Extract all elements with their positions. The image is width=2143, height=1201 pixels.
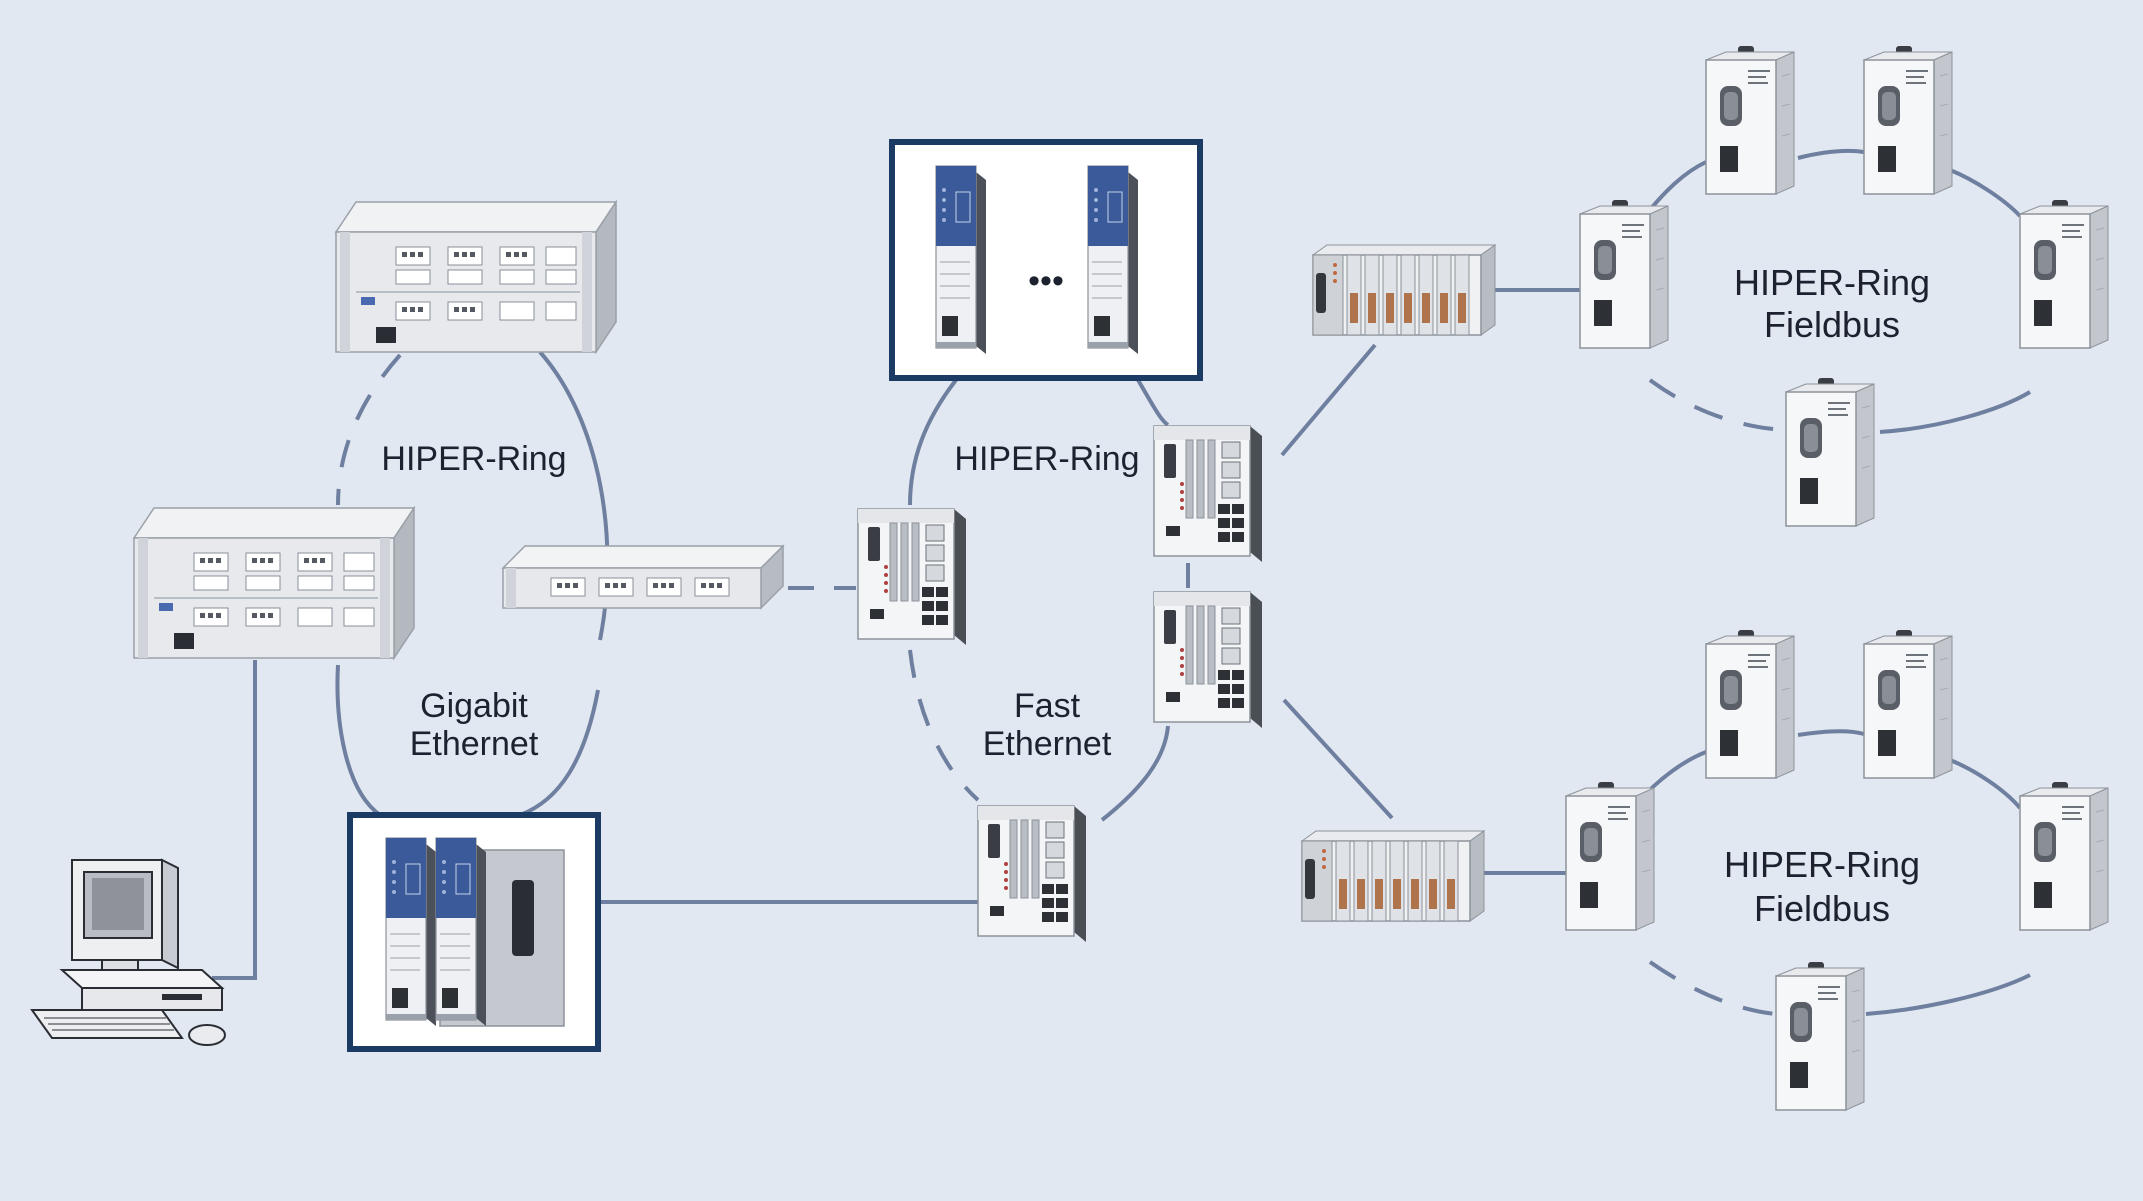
media-module-group-bottom <box>347 812 601 1052</box>
fieldbus-bottom-label-line1: HIPER-Ring <box>1724 844 1920 885</box>
fast-label-line1: Fast <box>1014 687 1081 725</box>
fieldbus-converter <box>1579 199 1669 349</box>
media-module <box>435 837 487 1027</box>
switch-fast-left <box>857 508 967 646</box>
switch-fast-top-right <box>1153 425 1263 563</box>
fast-ring-link <box>1100 725 1170 822</box>
fieldbus-converter <box>1863 629 1953 779</box>
fieldbus-top-ring-link <box>1797 148 1865 160</box>
gigabit-label-line1: Gigabit <box>420 687 528 725</box>
fieldbus-converter <box>1705 45 1795 195</box>
backbone-rack-left <box>133 507 415 659</box>
fieldbus-converter <box>2019 199 2109 349</box>
gigabit-ring-link <box>519 689 600 817</box>
fieldbus-converter <box>1565 781 1655 931</box>
gigabit-ring-redundant-link <box>336 353 402 506</box>
fieldbus-converter <box>1705 629 1795 779</box>
fieldbus-bottom-ring-link <box>1949 758 2022 810</box>
switch-fast-bottom <box>977 805 1087 943</box>
link-layer <box>212 148 2032 1016</box>
fieldbus-converter <box>2019 781 2109 931</box>
io-station-bottom <box>1301 830 1485 922</box>
gigabit-label-line2: Ethernet <box>410 725 539 763</box>
fieldbus-converter <box>1863 45 1953 195</box>
label-layer: HIPER-Ring Gigabit Ethernet HIPER-Ring F… <box>381 262 1930 929</box>
fieldbus-top-label-line1: HIPER-Ring <box>1734 262 1930 303</box>
fieldbus-top-ring-link <box>1949 168 2022 218</box>
backbone-rack-1u <box>502 545 784 609</box>
fieldbus-bottom-ring-redundant-link <box>1648 960 1777 1016</box>
switch-fast-mid-right <box>1153 591 1263 729</box>
ellipsis-label: ••• <box>1028 262 1064 300</box>
media-module-group-top: ••• <box>889 139 1203 381</box>
pc-workstation <box>31 859 226 1046</box>
fieldbus-bottom-ring-link <box>1797 729 1865 737</box>
media-module <box>935 165 987 355</box>
fieldbus-top-ring-link <box>1879 390 2032 434</box>
io-link <box>1282 698 1394 820</box>
fast-ring-title: HIPER-Ring <box>954 440 1139 478</box>
fieldbus-converter <box>1775 961 1865 1111</box>
io-station-top <box>1312 244 1496 336</box>
fast-ring-link <box>1136 378 1170 427</box>
fieldbus-top-ring-redundant-link <box>1648 378 1787 432</box>
media-module <box>1087 165 1139 355</box>
fast-ring-link <box>908 378 958 506</box>
fieldbus-top-label-line2: Fieldbus <box>1764 304 1900 345</box>
gigabit-ring-title: HIPER-Ring <box>381 440 566 478</box>
io-link <box>1280 343 1377 457</box>
fieldbus-converter <box>1785 377 1875 527</box>
media-module <box>385 837 437 1027</box>
backbone-rack-top <box>335 201 617 353</box>
fieldbus-bottom-ring-link <box>1865 973 2031 1016</box>
pc-link <box>212 660 257 980</box>
gigabit-ring-link <box>335 664 382 817</box>
fast-label-line2: Ethernet <box>983 725 1112 763</box>
fieldbus-bottom-label-line2: Fieldbus <box>1754 888 1890 929</box>
fast-ring-redundant-link <box>908 649 980 802</box>
